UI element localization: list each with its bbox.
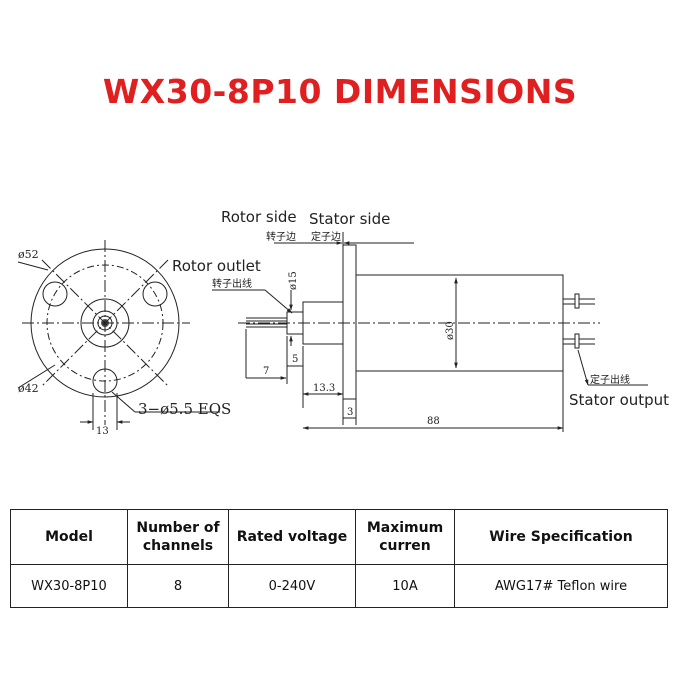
table-header-row: Model Number of channels Rated voltage M… — [10, 509, 668, 565]
dim-3: 3 — [347, 407, 353, 418]
header-current: Maximum curren — [355, 509, 455, 565]
dim-dia42: ø42 — [18, 382, 39, 395]
dim-dia30: ø30 — [445, 321, 456, 340]
mount-hole-left — [42, 281, 68, 307]
dim-13: 13 — [96, 426, 109, 437]
front-view — [17, 240, 220, 430]
header-voltage: Rated voltage — [228, 509, 356, 565]
leader-dia42 — [17, 364, 56, 389]
dim-13-3: 13.3 — [313, 383, 335, 394]
cell-channels: 8 — [127, 564, 229, 608]
cell-current: 10A — [355, 564, 455, 608]
dim-88: 88 — [427, 416, 440, 427]
label-rotor-side: Rotor side — [221, 208, 297, 226]
dim-7: 7 — [263, 366, 269, 377]
label-stator-output: Stator output — [569, 391, 669, 409]
dim-dia52: ø52 — [18, 248, 39, 261]
label-rotor-outlet-cn: 转子出线 — [212, 277, 252, 290]
mount-hole-right — [142, 281, 168, 307]
cell-voltage: 0-240V — [228, 564, 356, 608]
dim-holes: 3−ø5.5 EQS — [138, 400, 231, 418]
dim-dia15: ø15 — [288, 271, 299, 290]
dim-5: 5 — [292, 354, 298, 365]
label-rotor-outlet: Rotor outlet — [172, 257, 261, 275]
leader-dia52 — [17, 261, 49, 271]
label-stator-side: Stator side — [309, 210, 390, 228]
label-stator-side-cn: 定子边 — [311, 230, 341, 243]
cell-model: WX30-8P10 — [10, 564, 128, 608]
spec-table: Model Number of channels Rated voltage M… — [10, 509, 668, 608]
header-channels: Number of channels — [127, 509, 229, 565]
flange — [342, 244, 357, 400]
diag-line-2 — [41, 259, 169, 387]
leader-stator-out — [577, 349, 589, 386]
header-model: Model — [10, 509, 128, 565]
side-view — [212, 232, 648, 432]
label-rotor-side-cn: 转子边 — [266, 230, 296, 243]
dimension-drawing: ø52 ø42 13 3−ø5.5 EQS — [17, 208, 669, 437]
header-wire: Wire Specification — [454, 509, 668, 565]
label-stator-output-cn: 定子出线 — [590, 373, 630, 386]
table-row: WX30-8P10 8 0-240V 10A AWG17# Teflon wir… — [10, 564, 668, 608]
page-title: WX30-8P10 DIMENSIONS — [102, 72, 578, 111]
leader-holes — [111, 391, 136, 413]
cell-wire: AWG17# Teflon wire — [454, 564, 668, 608]
